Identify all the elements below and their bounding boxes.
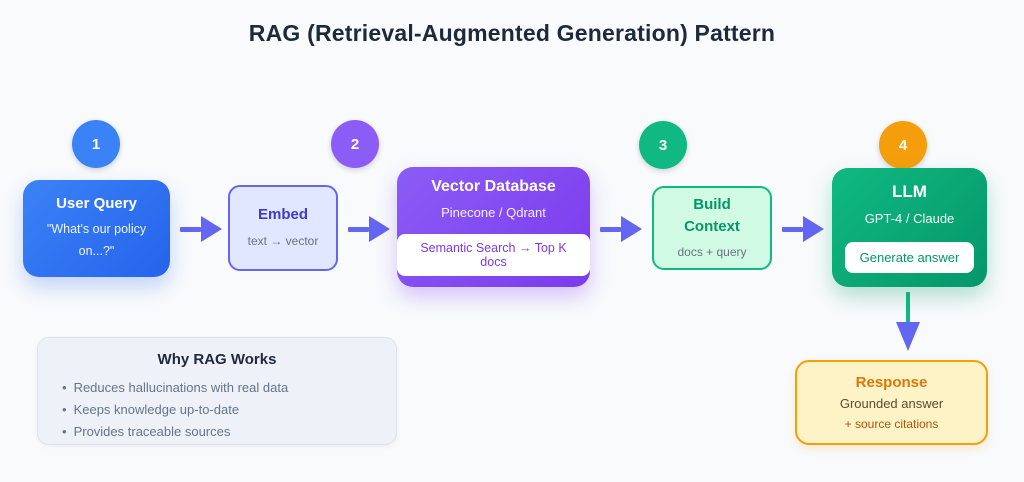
node-note: + source citations bbox=[844, 417, 939, 432]
node-title: User Query bbox=[56, 195, 137, 213]
node-title: LLM bbox=[892, 182, 927, 202]
list-item: • Keeps knowledge up-to-date bbox=[62, 399, 396, 421]
node-subtitle: docs + query bbox=[677, 244, 747, 259]
node-build-context: Build Context docs + query bbox=[652, 186, 772, 270]
node-title: Embed bbox=[257, 205, 308, 223]
node-llm: LLM GPT-4 / Claude Generate answer bbox=[832, 168, 987, 287]
flow-arrow-3 bbox=[600, 216, 642, 242]
benefit-list: • Reduces hallucinations with real data … bbox=[62, 377, 396, 442]
arrow-right-icon bbox=[369, 216, 390, 242]
node-title: Build Context bbox=[684, 196, 740, 236]
list-item: • Provides traceable sources bbox=[62, 421, 396, 443]
node-embed: Embed text → vector bbox=[228, 185, 338, 271]
node-response: Response Grounded answer + source citati… bbox=[795, 360, 988, 445]
list-item-text: Provides traceable sources bbox=[73, 423, 231, 439]
list-item-text: Reduces hallucinations with real data bbox=[73, 380, 289, 395]
page-title: RAG (Retrieval-Augmented Generation) Pat… bbox=[248, 20, 776, 46]
semantic-search-badge: Semantic Search → Top K docs bbox=[397, 234, 590, 277]
node-title: Vector Database bbox=[431, 177, 556, 195]
arrow-right-icon bbox=[621, 216, 642, 242]
bullet-icon: • bbox=[62, 423, 67, 439]
flow-arrow-1 bbox=[180, 216, 222, 242]
generate-answer-badge: Generate answer bbox=[844, 241, 975, 273]
node-subtitle: text → vector bbox=[247, 233, 319, 248]
step-number: 2 bbox=[350, 135, 360, 153]
node-subtitle: "What's our policy on...?" bbox=[46, 222, 147, 258]
step-circle-1: 1 bbox=[72, 120, 120, 168]
list-item: • Reduces hallucinations with real data bbox=[62, 377, 396, 399]
node-subtitle: Pinecone / Qdrant bbox=[441, 204, 546, 220]
panel-title: Why RAG Works bbox=[157, 351, 277, 368]
step-circle-4: 4 bbox=[879, 121, 927, 169]
arrow-right-icon bbox=[803, 216, 824, 242]
llm-to-response-arrow-stem bbox=[906, 292, 910, 324]
node-subtitle: Grounded answer bbox=[839, 395, 944, 411]
node-subtitle: GPT-4 / Claude bbox=[864, 211, 955, 227]
node-title: Response bbox=[855, 373, 928, 391]
why-rag-works-panel: Why RAG Works • Reduces hallucinations w… bbox=[37, 337, 397, 445]
list-item-text: Keeps knowledge up-to-date bbox=[73, 401, 240, 417]
node-vector-database: Vector Database Pinecone / Qdrant Semant… bbox=[397, 167, 590, 287]
step-number: 3 bbox=[658, 136, 668, 154]
bullet-icon: • bbox=[62, 401, 67, 417]
step-circle-2: 2 bbox=[331, 120, 379, 168]
step-number: 4 bbox=[898, 136, 908, 154]
bullet-icon: • bbox=[62, 380, 67, 395]
step-number: 1 bbox=[91, 135, 101, 153]
node-user-query: User Query "What's our policy on...?" bbox=[23, 180, 170, 277]
flow-arrow-2 bbox=[348, 216, 390, 242]
arrow-down-icon bbox=[896, 322, 920, 351]
arrow-right-icon bbox=[201, 216, 222, 242]
step-circle-3: 3 bbox=[639, 121, 687, 169]
flow-arrow-4 bbox=[782, 216, 824, 242]
